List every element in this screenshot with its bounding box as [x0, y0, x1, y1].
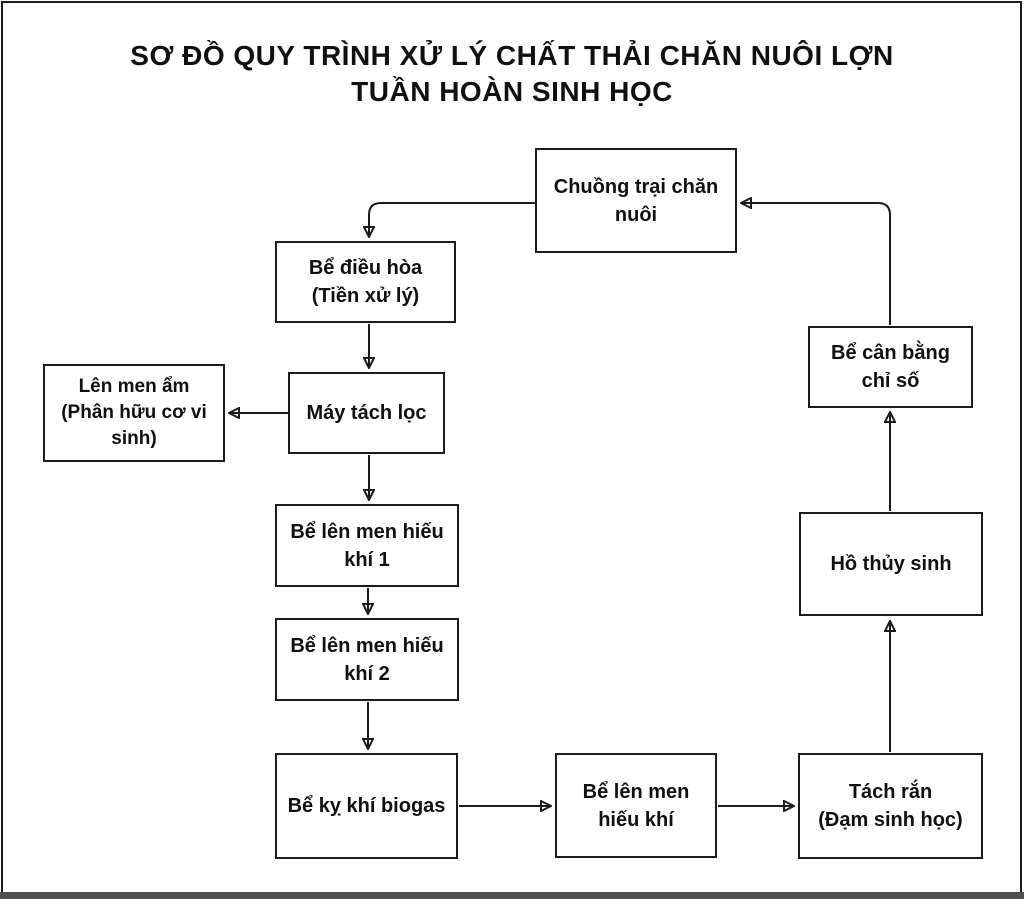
node-label-line2: (Tiền xử lý) [311, 285, 420, 307]
node-label-line2: chỉ số [861, 370, 920, 392]
frame-border-left [1, 1, 3, 893]
node-be-len-men-hieu-khi: Bể lên men hiếu khí [555, 753, 717, 858]
node-label-line2: (Phân hữu cơ vi sinh) [61, 402, 207, 449]
node-label: Bể lên men hiếu khí 2 [290, 634, 444, 685]
diagram-title: SƠ ĐỒ QUY TRÌNH XỬ LÝ CHẤT THẢI CHĂN NUÔ… [0, 38, 1024, 110]
node-label: Hồ thủy sinh [830, 553, 952, 575]
node-label: Bể lên men hiếu khí 1 [290, 520, 444, 571]
node-be-ky-khi-biogas: Bể kỵ khí biogas [275, 753, 458, 859]
node-label-line2: (Đạm sinh học) [818, 809, 963, 831]
node-label-line1: Bể lên men [582, 780, 690, 803]
node-ho-thuy-sinh: Hồ thủy sinh [799, 512, 983, 616]
diagram-title-line1: SƠ ĐỒ QUY TRÌNH XỬ LÝ CHẤT THẢI CHĂN NUÔ… [130, 40, 894, 71]
node-label: Máy tách lọc [306, 402, 427, 424]
node-be-can-bang-chi-so: Bể cân bằng chỉ số [808, 326, 973, 408]
frame-border-bottom [0, 892, 1024, 899]
node-label-line2: hiếu khí [598, 808, 674, 831]
node-label-line1: Bể cân bằng [831, 342, 950, 364]
node-label-line1: Bể điều hòa [308, 257, 423, 279]
node-be-len-men-hieu-khi-1: Bể lên men hiếu khí 1 [275, 504, 459, 587]
node-label: Bể kỵ khí biogas [287, 795, 446, 817]
node-tach-ran: Tách rắn (Đạm sinh học) [798, 753, 983, 859]
arrow-balance-tank-to-farm [742, 203, 891, 325]
node-be-dieu-hoa: Bể điều hòa (Tiền xử lý) [275, 241, 456, 323]
node-label-line1: Tách rắn [848, 781, 933, 803]
frame-border-right [1020, 1, 1022, 893]
node-label-line1: Lên men ẩm [78, 376, 190, 397]
node-may-tach-loc: Máy tách lọc [288, 372, 445, 454]
arrow-farm-to-equalization [369, 202, 535, 236]
frame-border-top [1, 1, 1022, 3]
node-chuong-trai-chan-nuoi: Chuồng trại chăn nuôi [535, 148, 737, 253]
node-label: Chuồng trại chăn nuôi [553, 175, 719, 226]
node-len-men-am: Lên men ẩm (Phân hữu cơ vi sinh) [43, 364, 225, 462]
diagram-title-line2: TUẦN HOÀN SINH HỌC [351, 76, 673, 107]
node-be-len-men-hieu-khi-2: Bể lên men hiếu khí 2 [275, 618, 459, 701]
